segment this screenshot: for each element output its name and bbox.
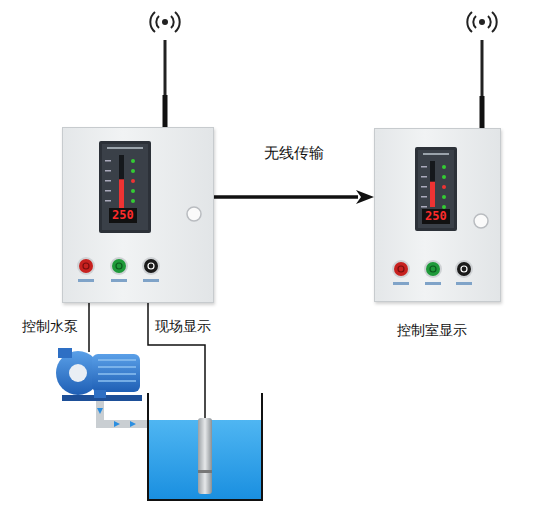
drawing-line	[163, 95, 168, 128]
bar-tube	[119, 155, 124, 209]
antenna	[150, 12, 179, 128]
scale-tick	[105, 190, 111, 192]
cabinet-caption: 控制室显示	[397, 322, 467, 339]
indicator-led	[131, 189, 135, 193]
level-sensor	[198, 418, 212, 494]
drawing-path	[97, 408, 103, 414]
drawing-path	[114, 421, 136, 427]
drawing-rect	[58, 348, 72, 358]
indicator-led	[131, 199, 135, 203]
display-caption	[107, 147, 143, 149]
drawing-polyline	[100, 398, 150, 424]
scale-tick	[421, 166, 427, 168]
drawing-line	[481, 40, 484, 129]
control-cabinet: 250控制室显示	[374, 128, 501, 302]
bar-level	[119, 179, 124, 209]
button-plate	[111, 279, 127, 282]
scale-tick	[105, 160, 111, 162]
display-frame	[99, 141, 151, 233]
display-caption	[423, 153, 449, 155]
button-mark	[430, 266, 436, 272]
button-plate	[143, 279, 159, 282]
button-mark	[148, 263, 154, 269]
knob	[187, 207, 201, 221]
button	[426, 262, 440, 276]
button-mark	[398, 266, 404, 272]
button-mark	[83, 263, 89, 269]
knob	[474, 214, 488, 228]
drawing-path	[467, 12, 496, 32]
callout-label: 现场显示	[155, 318, 211, 335]
antenna	[467, 12, 496, 129]
indicator-led	[442, 195, 446, 199]
button-ring	[424, 260, 442, 278]
button-plate	[78, 279, 94, 282]
indicator-led	[131, 169, 135, 173]
drawing-rect	[92, 354, 140, 392]
display-frame	[415, 147, 457, 231]
drawing-path	[150, 12, 179, 32]
button-ring	[77, 257, 95, 275]
button-mark	[116, 263, 122, 269]
drawing-rect	[94, 390, 106, 398]
edge-label: 无线传输	[264, 145, 324, 162]
led-readout: 250	[109, 208, 137, 223]
scale-tick	[421, 186, 427, 188]
drawing-line	[98, 380, 136, 382]
callout-label: 控制水泵	[22, 318, 78, 335]
scale-tick	[421, 206, 427, 208]
arrow-shaft	[214, 195, 358, 199]
indicator-led	[442, 185, 446, 189]
bar-tube	[430, 161, 435, 207]
indicator-led	[131, 159, 135, 163]
wireless-arrow	[214, 190, 374, 204]
wire	[88, 303, 90, 352]
control-cabinet: 250	[62, 127, 214, 303]
button-ring	[455, 260, 473, 278]
water-tank	[148, 393, 262, 500]
drawing-circle	[69, 364, 87, 382]
drawing-line	[164, 40, 167, 128]
scale-tick	[105, 200, 111, 202]
button	[112, 259, 126, 273]
button	[457, 262, 471, 276]
scale-tick	[105, 170, 111, 172]
button-ring	[392, 260, 410, 278]
indicator-led	[131, 179, 135, 183]
drawing-polyline	[148, 393, 262, 500]
drawing-circle	[479, 19, 485, 25]
scale-tick	[421, 196, 427, 198]
indicator-led	[442, 175, 446, 179]
button	[79, 259, 93, 273]
button-plate	[425, 282, 441, 285]
drawing-circle	[162, 19, 168, 25]
button-ring	[110, 257, 128, 275]
scale-tick	[421, 176, 427, 178]
drawing-line	[480, 96, 485, 129]
pipe	[97, 398, 150, 427]
bar-level	[430, 182, 435, 207]
indicator-led	[442, 165, 446, 169]
display-panel	[102, 144, 148, 230]
display-panel	[418, 150, 454, 228]
drawing-rect	[198, 470, 212, 473]
button-plate	[456, 282, 472, 285]
scale-tick	[105, 180, 111, 182]
drawing-rect	[198, 418, 212, 494]
button-ring	[142, 257, 160, 275]
drawing-line	[98, 373, 136, 375]
button-plate	[393, 282, 409, 285]
cabinet-face	[63, 128, 213, 302]
button	[394, 262, 408, 276]
pump	[56, 348, 142, 401]
led-readout: 250	[422, 209, 450, 224]
drawing-line	[98, 366, 136, 368]
drawing-line	[98, 359, 136, 361]
button	[144, 259, 158, 273]
button-mark	[461, 266, 467, 272]
arrow-head	[356, 190, 374, 204]
